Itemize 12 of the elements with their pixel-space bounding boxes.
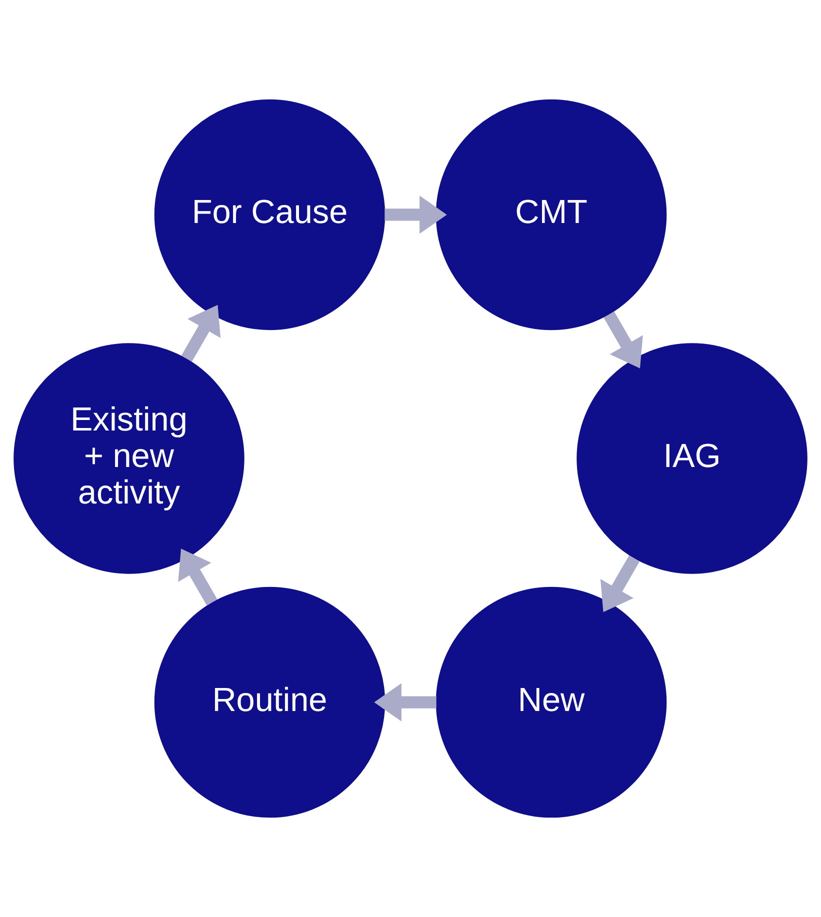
node-circle: Routine — [154, 586, 386, 818]
arrow — [374, 683, 436, 722]
node-circle: New — [436, 586, 667, 818]
node-circle: For Cause — [154, 99, 386, 330]
node-circle: Existing + new activity — [14, 343, 244, 574]
node-circle: IAG — [576, 343, 808, 574]
arrow — [384, 196, 447, 234]
arrow — [181, 304, 221, 362]
arrow — [600, 555, 640, 612]
arrow — [604, 312, 643, 368]
arrow — [178, 548, 218, 606]
node-circle: CMT — [436, 99, 667, 330]
